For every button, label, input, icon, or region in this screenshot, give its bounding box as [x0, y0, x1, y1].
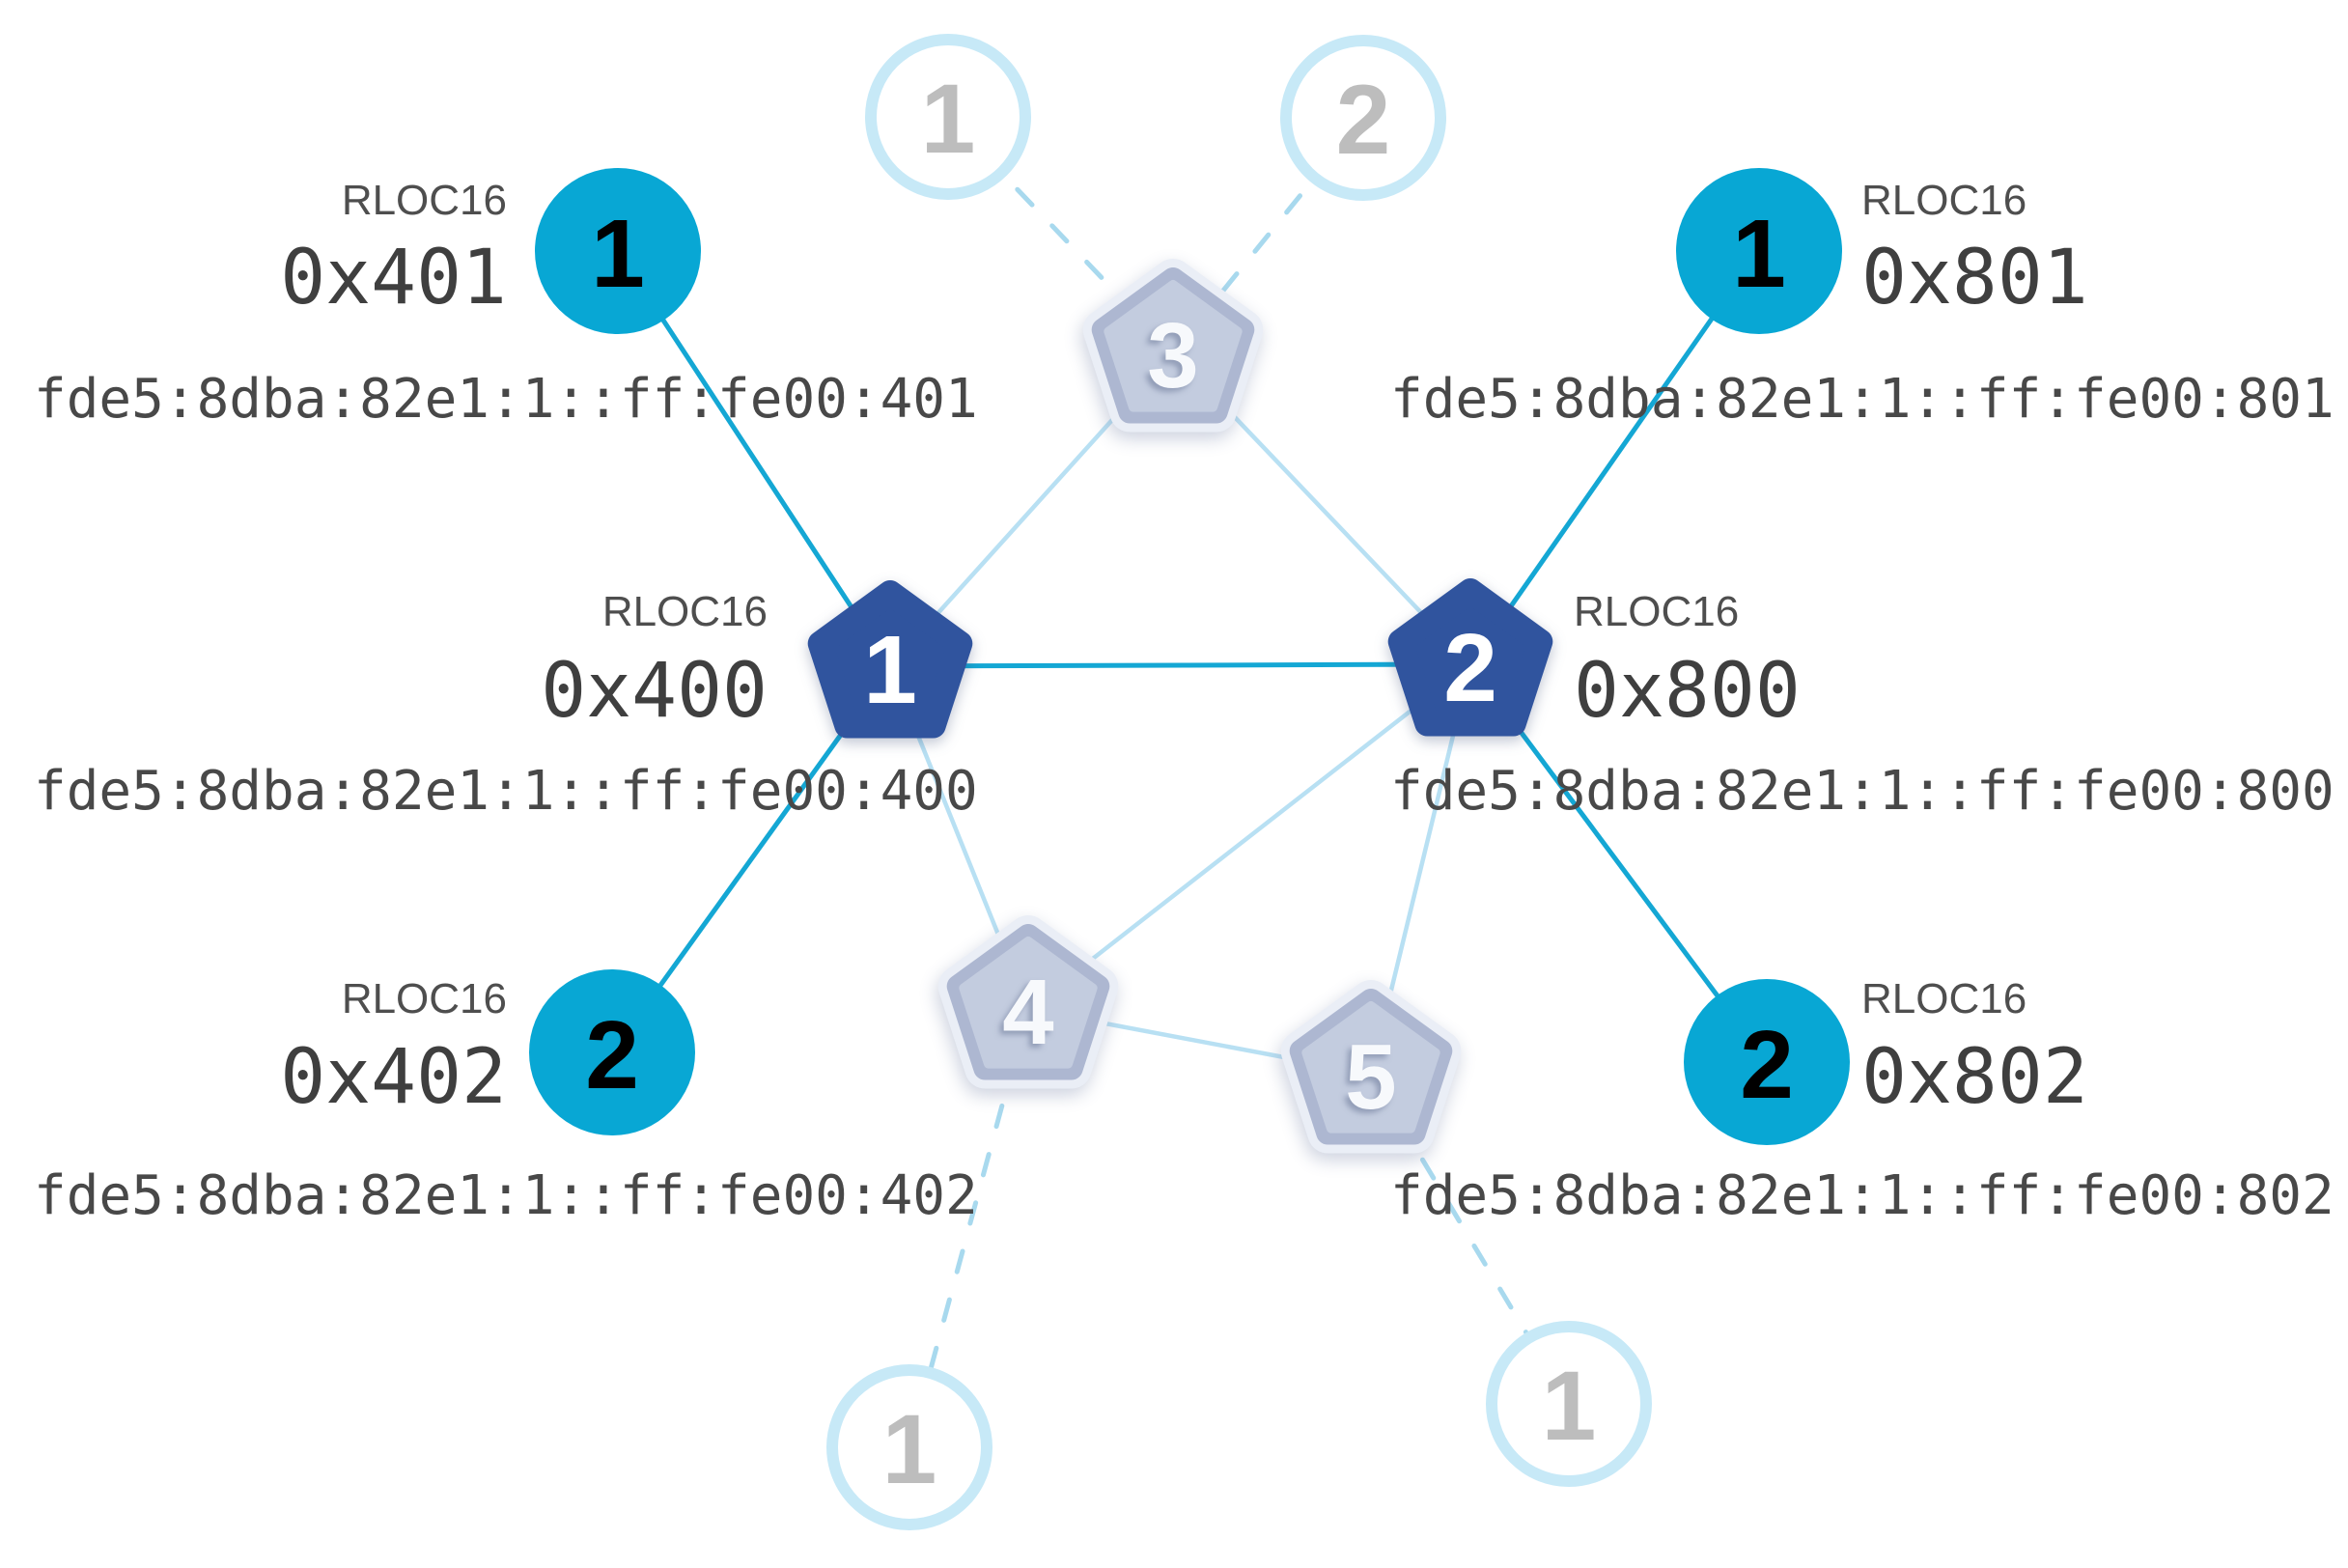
- router-1-shape[interactable]: [807, 580, 973, 739]
- link-router1-router2: [889, 661, 1471, 669]
- router-1-node[interactable]: 1: [807, 580, 973, 739]
- ipv6-child-801: fde5:8dba:82e1:1::ff:fe00:801: [1390, 368, 2334, 431]
- ipv6-router-2: fde5:8dba:82e1:1::ff:fe00:800: [1390, 760, 2334, 823]
- faded-router-3-shape[interactable]: [1104, 280, 1243, 412]
- ipv6-child-802: fde5:8dba:82e1:1::ff:fe00:802: [1390, 1164, 2334, 1227]
- rloc16-heading: RLOC16: [602, 588, 768, 635]
- child-801-shape[interactable]: [1676, 168, 1842, 334]
- label-block-router-1: RLOC16 0x400 fde5:8dba:82e1:1::ff:fe00:4…: [34, 588, 978, 823]
- label-block-router-2: RLOC16 0x800 fde5:8dba:82e1:1::ff:fe00:8…: [1390, 588, 2334, 823]
- child-801-node[interactable]: 1: [1676, 168, 1842, 334]
- child-402-number: 2: [585, 1001, 639, 1109]
- rloc16-value-router-1: 0x400: [541, 648, 768, 735]
- faded-child-top1-node[interactable]: 1: [865, 34, 1031, 200]
- rloc16-value-child-801: 0x801: [1861, 235, 2088, 322]
- faded-child-bottom1-node[interactable]: 1: [826, 1364, 992, 1530]
- child-402-node[interactable]: 2: [529, 969, 695, 1135]
- faded-child-bottom2-shape[interactable]: [1486, 1321, 1652, 1487]
- faded-router-4-number: 4: [1002, 961, 1053, 1064]
- faded-router-4-node[interactable]: 4: [937, 915, 1119, 1089]
- child-802-number: 2: [1740, 1011, 1794, 1119]
- router-1-number: 1: [863, 616, 917, 724]
- rloc16-value-child-802: 0x802: [1861, 1034, 2088, 1121]
- rloc16-value-child-402: 0x402: [280, 1034, 507, 1121]
- link-child801-router2: [1468, 249, 1762, 666]
- faded-child-top2-shape[interactable]: [1280, 35, 1446, 201]
- faded-child-bottom1-number: 1: [882, 1394, 937, 1504]
- faded-child-top1-shape[interactable]: [865, 34, 1031, 200]
- rloc16-value-router-2: 0x800: [1574, 648, 1801, 735]
- faded-router-3-number: 3: [1147, 304, 1198, 407]
- faded-router-5-shape[interactable]: [1301, 1001, 1440, 1134]
- rloc16-heading: RLOC16: [342, 177, 507, 224]
- router-2-node[interactable]: 2: [1387, 578, 1553, 737]
- rloc16-value-child-401: 0x401: [280, 235, 507, 322]
- label-block-child-401: RLOC16 0x401 fde5:8dba:82e1:1::ff:fe00:4…: [34, 177, 978, 431]
- child-401-shape[interactable]: [535, 168, 701, 334]
- ipv6-child-402: fde5:8dba:82e1:1::ff:fe00:402: [34, 1164, 978, 1227]
- child-401-number: 1: [591, 200, 645, 308]
- ipv6-router-1: fde5:8dba:82e1:1::ff:fe00:400: [34, 760, 978, 823]
- label-block-child-802: RLOC16 0x802 fde5:8dba:82e1:1::ff:fe00:8…: [1390, 975, 2334, 1227]
- label-block-child-402: RLOC16 0x402 fde5:8dba:82e1:1::ff:fe00:4…: [34, 975, 978, 1227]
- child-401-node[interactable]: 1: [535, 168, 701, 334]
- faded-router-4-shape[interactable]: [959, 937, 1098, 1069]
- router-2-number: 2: [1443, 614, 1497, 722]
- faded-router-5-number: 5: [1345, 1025, 1396, 1129]
- rloc16-heading: RLOC16: [1861, 177, 2027, 224]
- faded-child-top2-node[interactable]: 2: [1280, 35, 1446, 201]
- label-block-child-801: RLOC16 0x801 fde5:8dba:82e1:1::ff:fe00:8…: [1390, 177, 2334, 431]
- child-801-number: 1: [1732, 200, 1786, 308]
- faded-router-5-node[interactable]: 5: [1280, 980, 1462, 1154]
- rloc16-heading: RLOC16: [342, 975, 507, 1022]
- child-402-shape[interactable]: [529, 969, 695, 1135]
- link-router2-router4: [1026, 662, 1472, 1011]
- faded-child-bottom1-shape[interactable]: [826, 1364, 992, 1530]
- child-802-node[interactable]: 2: [1684, 979, 1850, 1145]
- rloc16-heading: RLOC16: [1861, 975, 2027, 1022]
- faded-child-bottom2-number: 1: [1542, 1351, 1597, 1461]
- rloc16-heading: RLOC16: [1574, 588, 1739, 635]
- child-802-shape[interactable]: [1684, 979, 1850, 1145]
- faded-child-top1-number: 1: [921, 64, 976, 174]
- faded-child-top2-number: 2: [1336, 65, 1391, 175]
- router-2-shape[interactable]: [1387, 578, 1553, 737]
- faded-child-bottom2-node[interactable]: 1: [1486, 1321, 1652, 1487]
- faded-router-3-node[interactable]: 3: [1082, 259, 1264, 433]
- ipv6-child-401: fde5:8dba:82e1:1::ff:fe00:401: [34, 368, 978, 431]
